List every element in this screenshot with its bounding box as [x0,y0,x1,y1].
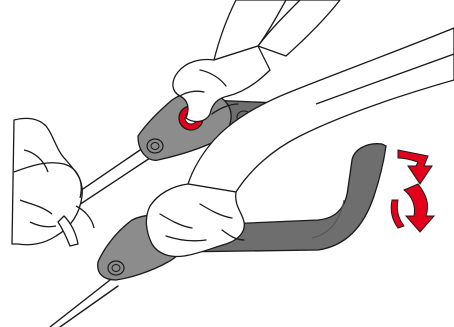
lower-frame-tube [50,280,110,327]
lower-hinge-pivot [108,261,124,275]
upper-hinge-pivot [147,139,163,153]
seat-fabric [12,118,94,246]
lower-frame-tube-back [60,286,118,327]
rotation-arrow-icon [391,150,434,232]
